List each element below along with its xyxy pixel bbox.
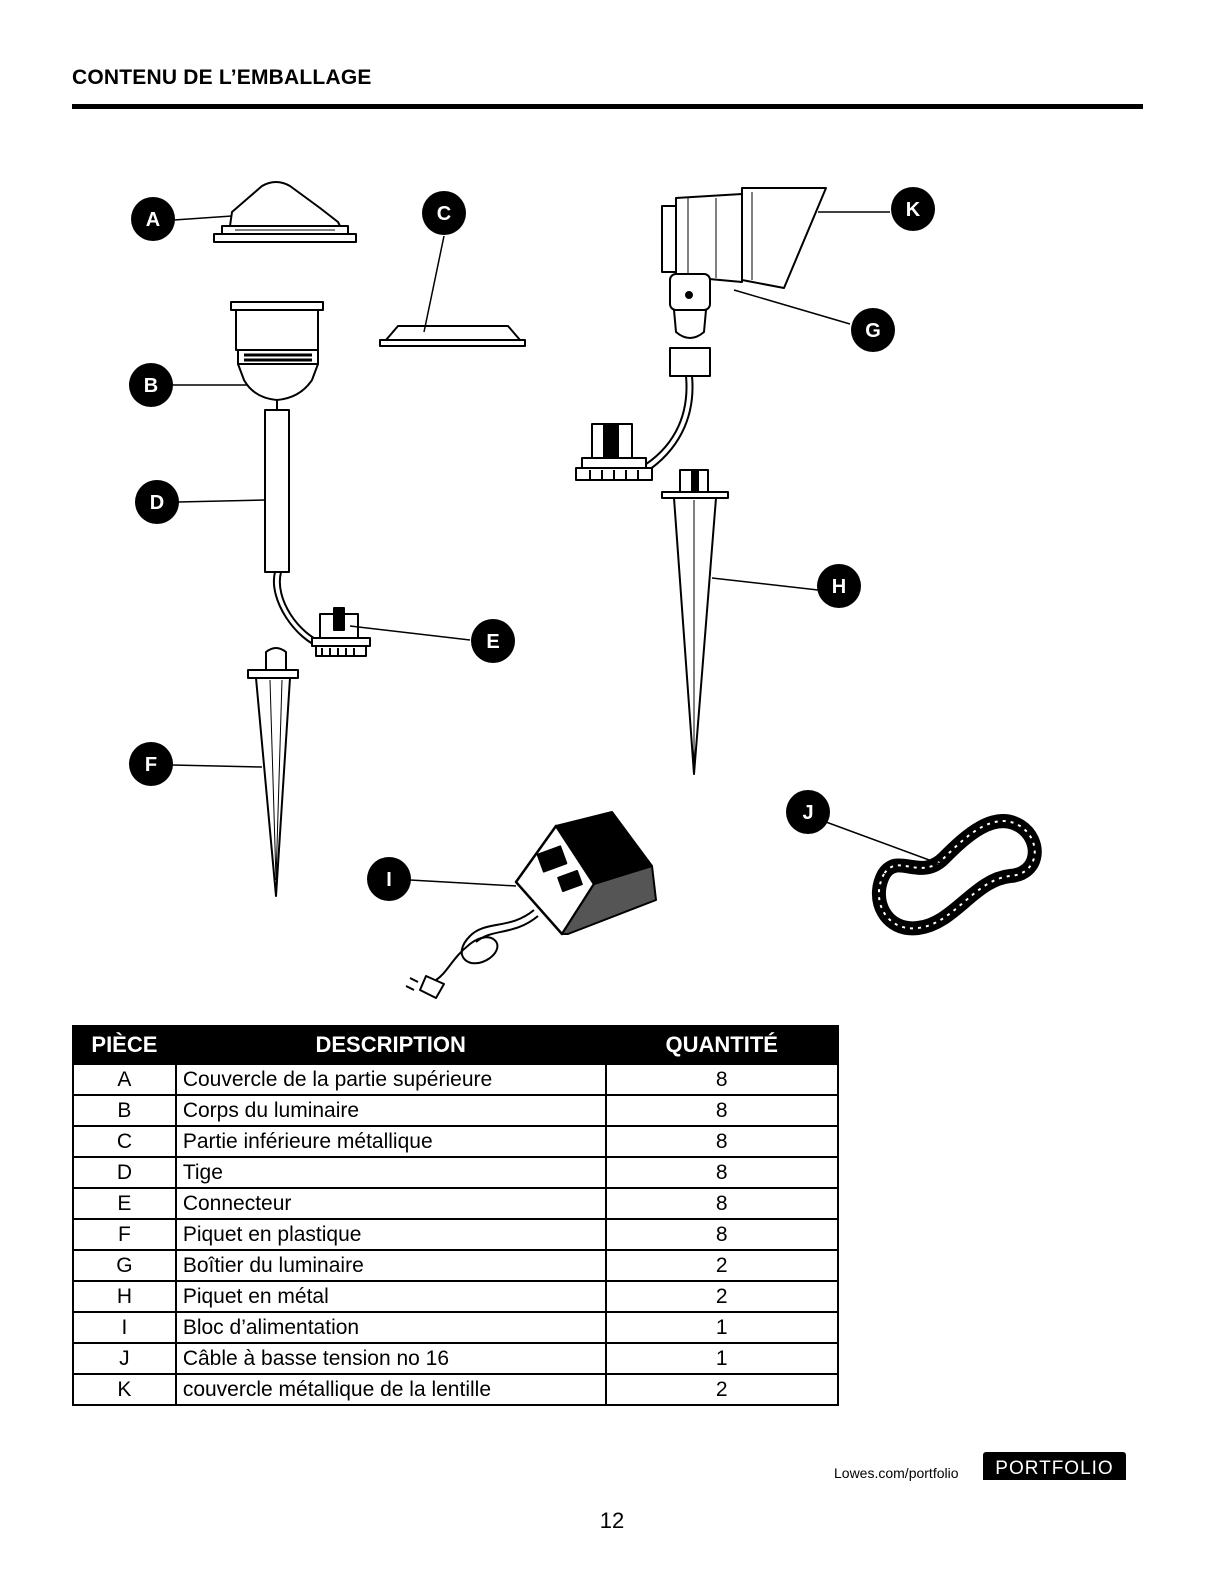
cell-piece: B <box>72 1094 177 1127</box>
header-description: DESCRIPTION <box>174 1025 607 1065</box>
cell-piece: D <box>72 1156 177 1189</box>
cell-description: Partie inférieure métallique <box>174 1125 607 1158</box>
svg-text:I: I <box>386 869 392 891</box>
cell-description: Bloc d’alimentation <box>174 1311 607 1344</box>
callout-c: C <box>422 191 466 235</box>
cell-description: Piquet en métal <box>174 1280 607 1313</box>
cell-piece: J <box>72 1342 177 1375</box>
callout-d: D <box>135 480 179 524</box>
svg-text:D: D <box>150 492 164 514</box>
part-g-connector <box>575 423 653 481</box>
part-k-lens-cover <box>741 187 827 289</box>
callout-b: B <box>129 363 173 407</box>
brand-logo: PORTFOLIO <box>983 1452 1126 1480</box>
svg-text:A: A <box>146 209 160 231</box>
svg-text:G: G <box>865 320 881 342</box>
header-quantity: QUANTITÉ <box>604 1025 840 1065</box>
svg-text:B: B <box>144 375 158 397</box>
cell-piece: E <box>72 1187 177 1220</box>
leader-lines <box>171 211 941 887</box>
callout-e: E <box>471 619 515 663</box>
cell-description: Connecteur <box>174 1187 607 1220</box>
part-j-cable-coil <box>872 814 1042 936</box>
cell-description: Corps du luminaire <box>174 1094 607 1127</box>
cell-description: couvercle métallique de la lentille <box>174 1373 607 1406</box>
cell-description: Câble à basse tension no 16 <box>174 1342 607 1375</box>
svg-text:F: F <box>145 754 157 776</box>
callout-i: I <box>367 857 411 901</box>
part-i-power-supply <box>405 811 657 999</box>
part-g-fixture-housing <box>639 193 743 473</box>
callout-k: K <box>891 187 935 231</box>
part-c-bottom-plate <box>379 325 526 347</box>
part-a-top-cover <box>213 181 357 243</box>
callout-h: H <box>817 564 861 608</box>
cell-quantity: 8 <box>604 1063 840 1096</box>
svg-text:C: C <box>437 203 451 225</box>
callout-a: A <box>131 197 175 241</box>
cell-description: Boîtier du luminaire <box>174 1249 607 1282</box>
page-heading: CONTENU DE L’EMBALLAGE <box>72 66 372 89</box>
svg-text:E: E <box>486 631 499 653</box>
callout-f: F <box>129 742 173 786</box>
cell-quantity: 2 <box>604 1373 840 1406</box>
cell-quantity: 8 <box>604 1125 840 1158</box>
svg-text:J: J <box>802 802 813 824</box>
part-e-connector <box>311 607 371 657</box>
cell-piece: C <box>72 1125 177 1158</box>
cell-quantity: 8 <box>604 1156 840 1189</box>
cell-quantity: 1 <box>604 1311 840 1344</box>
cell-quantity: 1 <box>604 1342 840 1375</box>
cell-piece: K <box>72 1373 177 1406</box>
part-h-metal-stake <box>661 469 729 775</box>
cell-piece: G <box>72 1249 177 1282</box>
footer-url: Lowes.com/portfolio <box>834 1465 959 1481</box>
cell-quantity: 8 <box>604 1187 840 1220</box>
header-piece: PIÈCE <box>72 1025 177 1065</box>
cell-quantity: 2 <box>604 1280 840 1313</box>
cell-quantity: 8 <box>604 1218 840 1251</box>
heading-rule <box>72 104 1143 109</box>
svg-text:K: K <box>906 199 921 221</box>
callout-g: G <box>851 308 895 352</box>
cell-piece: H <box>72 1280 177 1313</box>
parts-diagram: A C B D E F K G H J I <box>129 181 1042 999</box>
part-f-plastic-stake <box>247 647 299 897</box>
cell-piece: A <box>72 1063 177 1096</box>
cell-piece: I <box>72 1311 177 1344</box>
cell-description: Tige <box>174 1156 607 1189</box>
cell-description: Couvercle de la partie supérieure <box>174 1063 607 1096</box>
cell-description: Piquet en plastique <box>174 1218 607 1251</box>
svg-text:H: H <box>832 576 846 598</box>
page-number: 12 <box>599 1508 625 1533</box>
cell-quantity: 8 <box>604 1094 840 1127</box>
cell-quantity: 2 <box>604 1249 840 1282</box>
callout-j: J <box>786 790 830 834</box>
part-d-stem <box>264 409 323 649</box>
part-b-fixture-body <box>230 301 324 410</box>
cell-piece: F <box>72 1218 177 1251</box>
